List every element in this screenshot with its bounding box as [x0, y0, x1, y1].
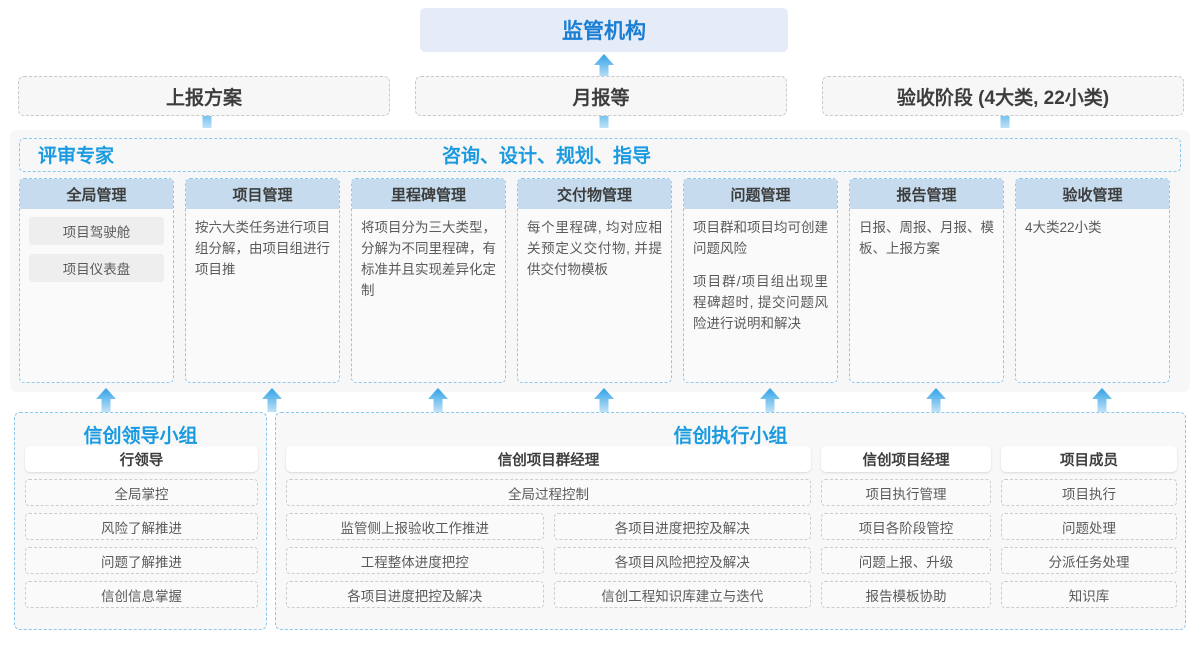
arrow-up-to-authority-center [593, 54, 615, 78]
task-item[interactable]: 监管侧上报验收工作推进 [286, 513, 544, 540]
report-monthly-box: 月报等 [415, 76, 787, 116]
project-manager-column: 信创项目经理 项目执行管理 项目各阶段管控 问题上报、升级 报告模板协助 [821, 446, 991, 608]
arrow-up-col-report [925, 388, 947, 412]
arrow-up-col-milestone [427, 388, 449, 412]
mgmt-column-global[interactable]: 全局管理 项目驾驶舱 项目仪表盘 [19, 178, 174, 383]
label-consult-design: 咨询、设计、规划、指导 [442, 146, 652, 167]
leadership-group-title: 信创领导小组 [83, 426, 198, 447]
role-project-manager[interactable]: 信创项目经理 [821, 446, 991, 472]
task-item[interactable]: 工程整体进度把控 [286, 547, 544, 574]
mgmt-column-issue[interactable]: 问题管理 项目群和项目均可创建问题风险 项目群/项目组出现里程碑超时, 提交问题… [683, 178, 838, 383]
task-item[interactable]: 分派任务处理 [1001, 547, 1177, 574]
mgmt-column-header: 项目管理 [186, 179, 339, 209]
task-item[interactable]: 问题了解推进 [25, 547, 258, 574]
mgmt-column-paragraph: 按六大类任务进行项目组分解，由项目组进行项目推 [195, 220, 330, 277]
mgmt-column-header: 交付物管理 [518, 179, 671, 209]
mgmt-column-paragraph: 4大类22小类 [1025, 220, 1102, 235]
mgmt-column-deliverable[interactable]: 交付物管理 每个里程碑, 均对应相关预定义交付物, 并提供交付物模板 [517, 178, 672, 383]
report-acceptance-box: 验收阶段 (4大类, 22小类) [822, 76, 1184, 116]
mgmt-column-header: 验收管理 [1016, 179, 1169, 209]
role-project-member[interactable]: 项目成员 [1001, 446, 1177, 472]
execution-group-panel: 信创执行小组 信创项目群经理 全局过程控制 监管侧上报验收工作推进 工程整体进度… [275, 412, 1186, 630]
arrow-up-col-deliverable [593, 388, 615, 412]
mgmt-column-paragraph: 每个里程碑, 均对应相关预定义交付物, 并提供交付物模板 [527, 220, 662, 277]
task-item[interactable]: 项目各阶段管控 [821, 513, 991, 540]
arrow-up-col-issue [759, 388, 781, 412]
task-item[interactable]: 项目执行管理 [821, 479, 991, 506]
management-panel: 评审专家 咨询、设计、规划、指导 全局管理 项目驾驶舱 项目仪表盘 项目管理 按… [10, 130, 1190, 392]
mgmt-column-header: 全局管理 [20, 179, 173, 209]
task-item[interactable]: 全局掌控 [25, 479, 258, 506]
chip-item[interactable]: 项目仪表盘 [29, 254, 164, 282]
task-item[interactable]: 问题处理 [1001, 513, 1177, 540]
chip-item[interactable]: 项目驾驶舱 [29, 217, 164, 245]
mgmt-column-header: 问题管理 [684, 179, 837, 209]
task-item[interactable]: 问题上报、升级 [821, 547, 991, 574]
mgmt-column-header: 里程碑管理 [352, 179, 505, 209]
project-member-column: 项目成员 项目执行 问题处理 分派任务处理 知识库 [1001, 446, 1177, 608]
mgmt-column-paragraph: 项目群/项目组出现里程碑超时, 提交问题风险进行说明和解决 [693, 274, 828, 331]
program-manager-left-tasks: 监管侧上报验收工作推进 工程整体进度把控 各项目进度把控及解决 [286, 506, 544, 608]
task-item[interactable]: 各项目进度把控及解决 [286, 581, 544, 608]
task-item[interactable]: 风险了解推进 [25, 513, 258, 540]
mgmt-column-paragraph: 将项目分为三大类型，分解为不同里程碑，有标准并且实现差异化定制 [361, 220, 496, 298]
task-item[interactable]: 信创工程知识库建立与迭代 [553, 581, 811, 608]
mgmt-column-paragraph: 日报、周报、月报、模板、上报方案 [859, 220, 994, 256]
role-bank-leader[interactable]: 行领导 [25, 446, 258, 472]
mgmt-column-acceptance[interactable]: 验收管理 4大类22小类 [1015, 178, 1170, 383]
program-manager-right-tasks: 各项目进度把控及解决 各项目风险把控及解决 信创工程知识库建立与迭代 [553, 506, 811, 608]
arrow-up-col-global [95, 388, 117, 412]
arrow-up-col-project [261, 388, 283, 412]
mgmt-column-paragraph: 项目群和项目均可创建问题风险 [693, 220, 828, 256]
mgmt-column-report[interactable]: 报告管理 日报、周报、月报、模板、上报方案 [849, 178, 1004, 383]
mgmt-column-project[interactable]: 项目管理 按六大类任务进行项目组分解，由项目组进行项目推 [185, 178, 340, 383]
role-program-manager[interactable]: 信创项目群经理 [286, 446, 811, 472]
task-item[interactable]: 知识库 [1001, 581, 1177, 608]
management-title-band [19, 138, 1181, 172]
mgmt-column-milestone[interactable]: 里程碑管理 将项目分为三大类型，分解为不同里程碑，有标准并且实现差异化定制 [351, 178, 506, 383]
task-item[interactable]: 信创信息掌握 [25, 581, 258, 608]
report-plan-box: 上报方案 [18, 76, 390, 116]
task-item[interactable]: 各项目进度把控及解决 [553, 513, 811, 540]
task-item[interactable]: 各项目风险把控及解决 [553, 547, 811, 574]
program-manager-column: 信创项目群经理 全局过程控制 监管侧上报验收工作推进 工程整体进度把控 各项目进… [286, 446, 811, 608]
task-item[interactable]: 全局过程控制 [286, 479, 811, 506]
top-authority-box: 监管机构 [420, 8, 788, 52]
execution-group-title: 信创执行小组 [673, 426, 788, 447]
leadership-group-panel: 信创领导小组 行领导 全局掌控 风险了解推进 问题了解推进 信创信息掌握 [14, 412, 267, 630]
mgmt-column-header: 报告管理 [850, 179, 1003, 209]
task-item[interactable]: 报告模板协助 [821, 581, 991, 608]
label-review-experts: 评审专家 [38, 146, 115, 167]
task-item[interactable]: 项目执行 [1001, 479, 1177, 506]
arrow-up-col-acceptance [1091, 388, 1113, 412]
